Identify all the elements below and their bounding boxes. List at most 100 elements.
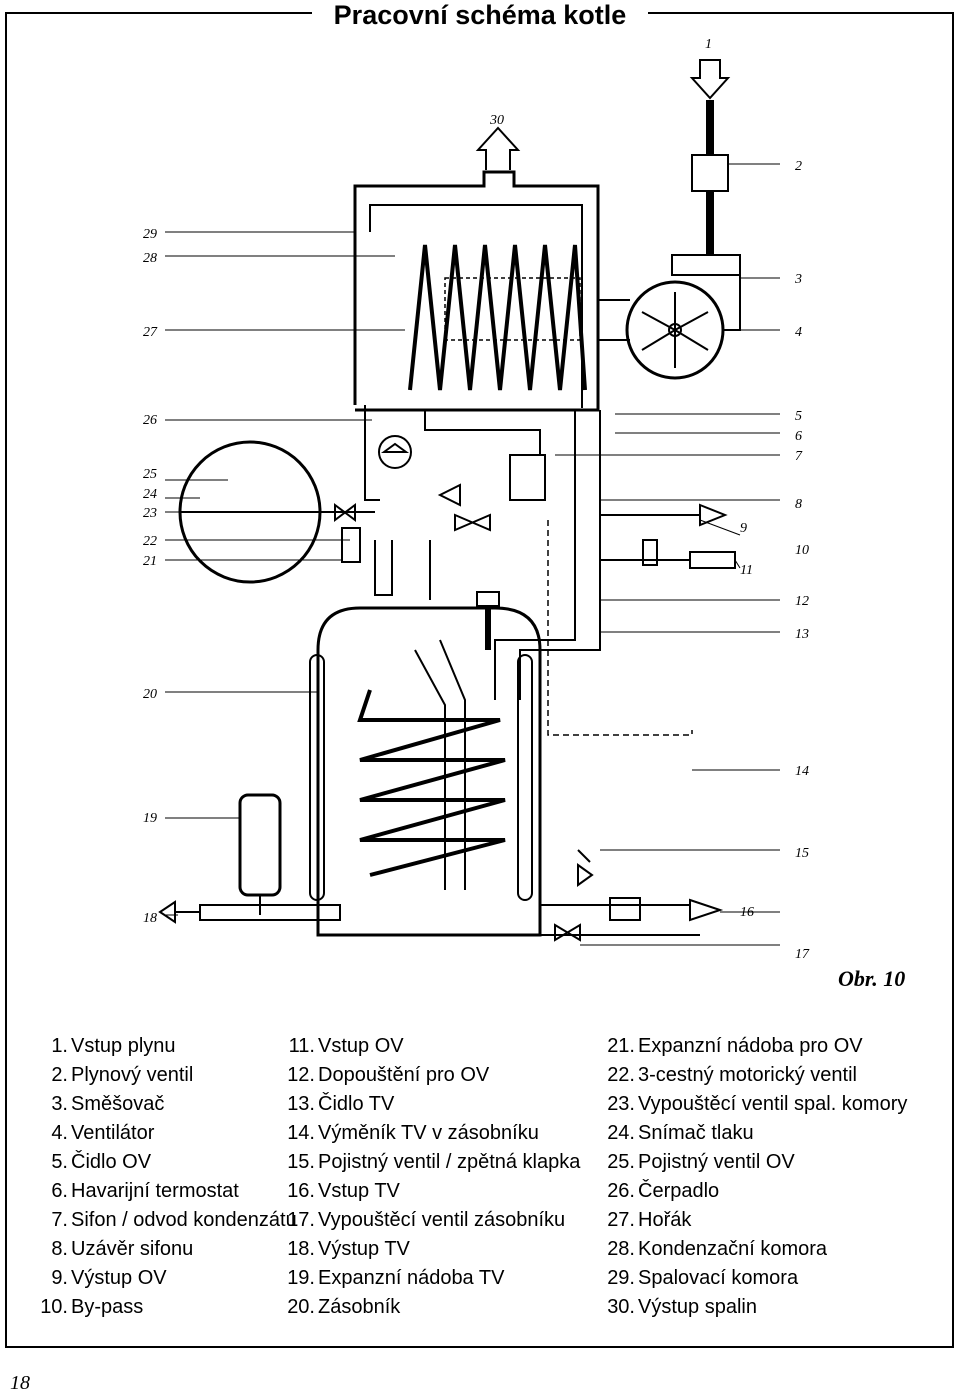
- callout-25: 25: [143, 467, 157, 482]
- boiler-schematic: 29 28 27 26 25 24 23 22 21 20 19 18 1 30…: [143, 37, 810, 962]
- callout-14: 14: [795, 764, 809, 779]
- legend-item: 26.Čerpadlo: [605, 1177, 907, 1206]
- legend-text: Spalovací komora: [638, 1267, 799, 1289]
- callout-21: 21: [143, 554, 157, 569]
- legend-text: Kondenzační komora: [638, 1238, 828, 1260]
- callout-22: 22: [143, 534, 157, 549]
- legend-item: 4.Ventilátor: [38, 1119, 297, 1148]
- legend-text: Čerpadlo: [638, 1180, 720, 1202]
- tank-20: [316, 606, 542, 937]
- callout-15: 15: [795, 846, 809, 861]
- legend-item: 18.Výstup TV: [285, 1235, 580, 1264]
- legend-text: Zásobník: [318, 1296, 401, 1318]
- legend-text: Čidlo OV: [71, 1151, 152, 1173]
- callout-17: 17: [795, 947, 810, 962]
- legend-item: 12.Dopouštění pro OV: [285, 1061, 580, 1090]
- legend-number: 4.: [51, 1122, 68, 1144]
- legend-item: 28.Kondenzační komora: [605, 1235, 907, 1264]
- callout-11: 11: [740, 563, 753, 578]
- callout-8: 8: [795, 497, 802, 512]
- legend-text: Čidlo TV: [318, 1093, 395, 1115]
- legend-text: Expanzní nádoba TV: [318, 1267, 505, 1289]
- pump: [378, 435, 412, 469]
- callout-20: 20: [143, 687, 157, 702]
- legend-number: 8.: [51, 1238, 68, 1260]
- legend-number: 18.: [287, 1238, 315, 1260]
- legend-item: 20.Zásobník: [285, 1293, 580, 1322]
- legend-number: 9.: [51, 1267, 68, 1289]
- page-number: 18: [10, 1372, 30, 1394]
- legend-item: 13.Čidlo TV: [285, 1090, 580, 1119]
- legend-number: 22.: [607, 1064, 635, 1086]
- legend-number: 2.: [51, 1064, 68, 1086]
- legend-text: Ventilátor: [71, 1122, 155, 1144]
- heat-exchanger-coil: [408, 244, 587, 391]
- callout-18: 18: [143, 911, 157, 926]
- legend-number: 5.: [51, 1151, 68, 1173]
- legend-item: 3.Směšovač: [38, 1090, 297, 1119]
- legend-text: Výstup spalin: [638, 1296, 757, 1318]
- callout-26: 26: [143, 413, 157, 428]
- figure-label: Obr. 10: [838, 966, 906, 991]
- legend-item: 9.Výstup OV: [38, 1264, 297, 1293]
- legend-number: 27.: [607, 1209, 635, 1231]
- legend-item: 21.Expanzní nádoba pro OV: [605, 1032, 907, 1061]
- legend-number: 28.: [607, 1238, 635, 1260]
- legend-text: Vstup plynu: [71, 1035, 176, 1057]
- legend-text: Výstup TV: [318, 1238, 410, 1260]
- legend-number: 6.: [51, 1180, 68, 1202]
- legend-item: 22.3-cestný motorický ventil: [605, 1061, 907, 1090]
- legend-item: 25.Pojistný ventil OV: [605, 1148, 907, 1177]
- legend-text: Vypouštěcí ventil spal. komory: [638, 1093, 908, 1115]
- callout-16: 16: [740, 905, 754, 920]
- legend-number: 14.: [287, 1122, 315, 1144]
- legend-number: 7.: [51, 1209, 68, 1231]
- legend-number: 1.: [51, 1035, 68, 1057]
- legend-number: 30.: [607, 1296, 635, 1318]
- legend-item: 7.Sifon / odvod kondenzátu: [38, 1206, 296, 1235]
- expansion-vessel-dhw: [238, 793, 282, 897]
- legend-number: 29.: [607, 1267, 635, 1289]
- legend-item: 8.Uzávěr sifonu: [38, 1235, 297, 1264]
- callout-6: 6: [795, 429, 802, 444]
- legend-item: 14.Výměník TV v zásobníku: [285, 1119, 580, 1148]
- legend-number: 24.: [607, 1122, 635, 1144]
- legend-number: 11.: [288, 1035, 315, 1057]
- legend-number: 3.: [51, 1093, 68, 1115]
- legend-item: 17.Vypouštěcí ventil zásobníku: [285, 1206, 580, 1235]
- callout-5: 5: [795, 409, 802, 424]
- legend-item: 30.Výstup spalin: [605, 1293, 907, 1322]
- callout-2: 2: [795, 159, 802, 174]
- legend-text: Hořák: [638, 1209, 692, 1231]
- legend-item: 5.Čidlo OV: [38, 1148, 297, 1177]
- legend-text: Expanzní nádoba pro OV: [638, 1035, 863, 1057]
- callout-19: 19: [143, 811, 157, 826]
- legend-item: 15.Pojistný ventil / zpětná klapka: [285, 1148, 580, 1177]
- callout-27: 27: [143, 325, 158, 340]
- legend-text: Pojistný ventil OV: [638, 1151, 795, 1173]
- siphon: [509, 454, 546, 501]
- callout-29: 29: [143, 227, 157, 242]
- legend-number: 19.: [287, 1267, 315, 1289]
- legend-number: 23.: [607, 1093, 635, 1115]
- legend-item: 23.Vypouštěcí ventil spal. komory: [605, 1090, 907, 1119]
- callout-10: 10: [795, 543, 809, 558]
- legend-item: 29.Spalovací komora: [605, 1264, 907, 1293]
- legend-number: 25.: [607, 1151, 635, 1173]
- legend-item: 2.Plynový ventil: [38, 1061, 297, 1090]
- legend-item: 27.Hořák: [605, 1206, 907, 1235]
- page-title: Pracovní schéma kotle: [0, 0, 960, 30]
- callout-3: 3: [794, 272, 802, 287]
- callout-13: 13: [795, 627, 809, 642]
- callout-1: 1: [705, 37, 712, 52]
- legend-item: 1.Vstup plynu: [38, 1032, 297, 1061]
- callout-9: 9: [740, 521, 747, 536]
- gas-inlet-arrow: [689, 59, 731, 100]
- callout-23: 23: [143, 506, 157, 521]
- legend-number: 10.: [40, 1296, 68, 1318]
- flue-duct: [353, 170, 600, 412]
- callout-7: 7: [795, 449, 803, 464]
- dhw-coil: [357, 689, 506, 877]
- legend-number: 12.: [287, 1064, 315, 1086]
